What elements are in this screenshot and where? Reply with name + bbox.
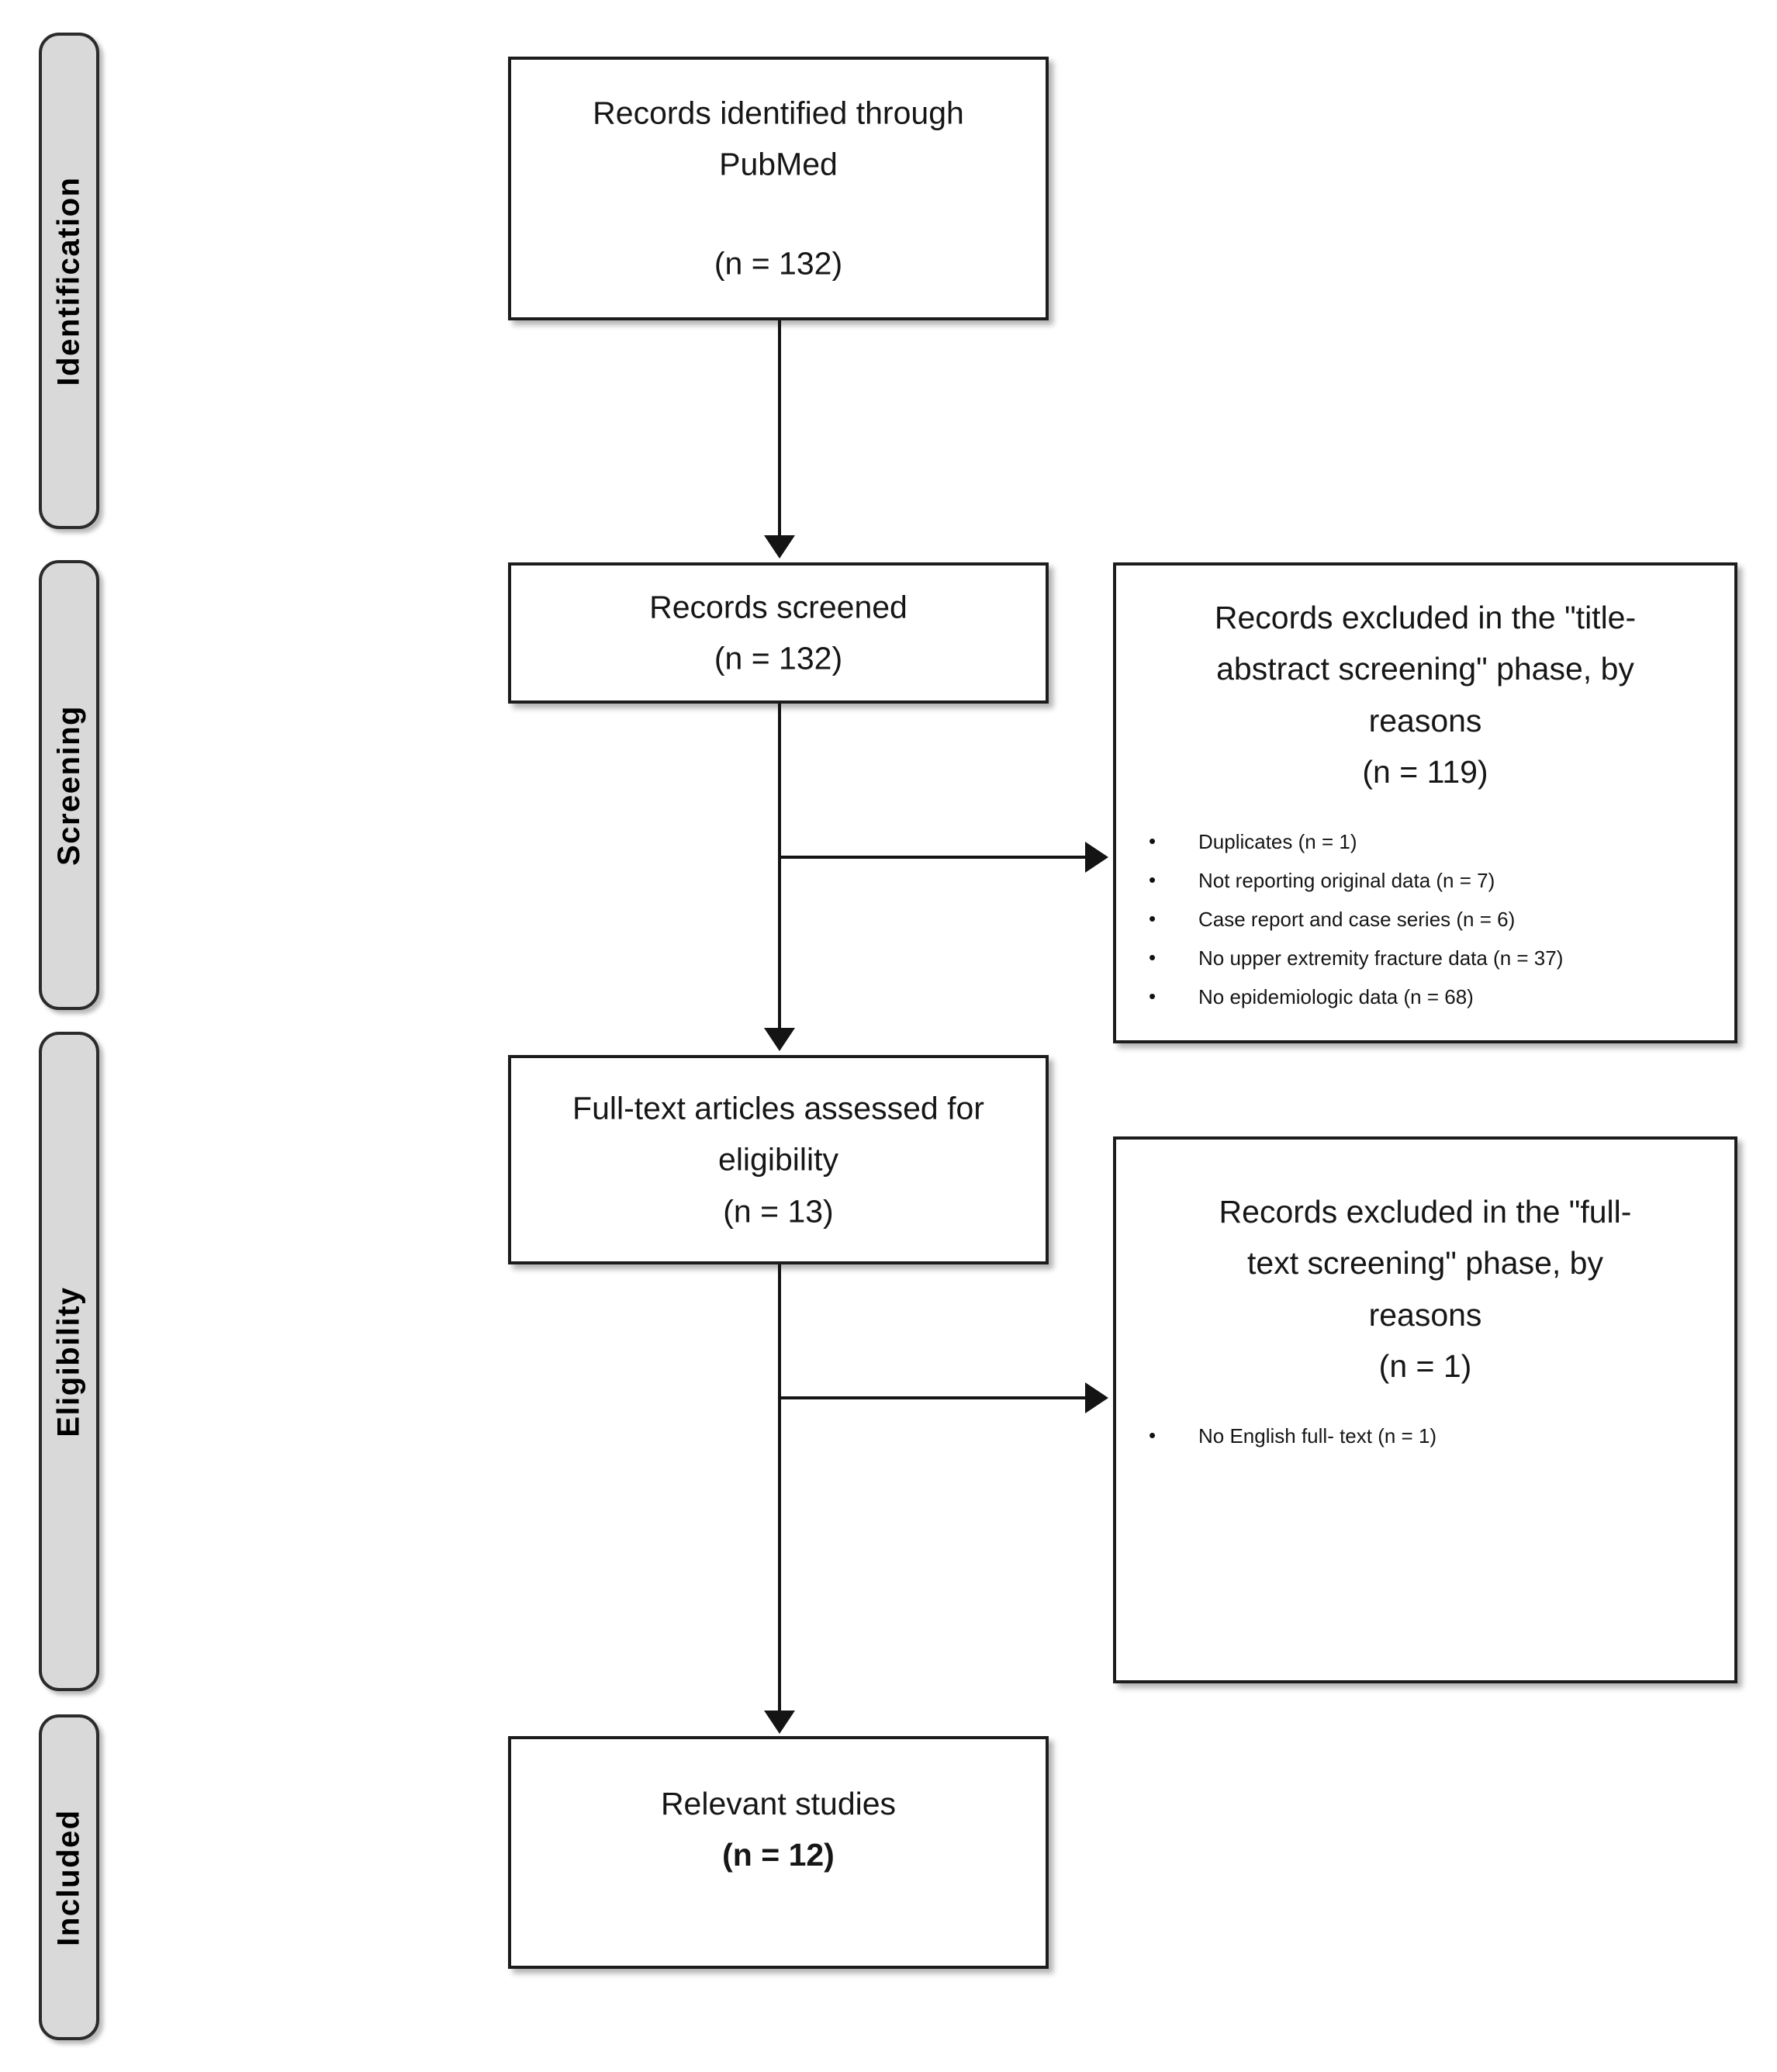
stage-label-included: Included	[51, 1808, 86, 1946]
excluded-fulltext-line1: Records excluded in the "full-	[1219, 1194, 1632, 1230]
stage-bar-screening: Screening	[39, 560, 99, 1010]
fulltext-assessed-line2: eligibility	[718, 1141, 838, 1178]
excluded-title-abstract-line3: reasons	[1368, 702, 1482, 739]
connector-screened-to-fulltext	[778, 704, 781, 1045]
box-excluded-title-abstract-text: Records excluded in the "title- abstract…	[1116, 592, 1734, 798]
list-item: Case report and case series (n = 6)	[1143, 900, 1722, 939]
excluded-fulltext-line2: text screening" phase, by	[1247, 1245, 1603, 1282]
records-screened-count: (n = 132)	[714, 641, 843, 676]
stage-label-eligibility: Eligibility	[51, 1285, 86, 1437]
box-records-identified-text: Records identified through PubMed (n = 1…	[511, 88, 1046, 290]
relevant-studies-count: (n = 12)	[722, 1837, 835, 1873]
excluded-title-abstract-line2: abstract screening" phase, by	[1216, 651, 1634, 687]
stage-label-screening: Screening	[51, 704, 86, 866]
fulltext-assessed-line1: Full-text articles assessed for	[572, 1090, 984, 1126]
box-relevant-studies-text: Relevant studies (n = 12)	[511, 1778, 1046, 1881]
stage-bar-included: Included	[39, 1714, 99, 2040]
list-item: Not reporting original data (n = 7)	[1143, 861, 1722, 901]
relevant-studies-line1: Relevant studies	[660, 1786, 897, 1821]
connector-identified-to-screened	[778, 320, 781, 553]
box-excluded-title-abstract: Records excluded in the "title- abstract…	[1113, 562, 1737, 1043]
box-fulltext-assessed: Full-text articles assessed for eligibil…	[508, 1055, 1049, 1264]
box-fulltext-assessed-text: Full-text articles assessed for eligibil…	[511, 1082, 1046, 1237]
box-relevant-studies: Relevant studies (n = 12)	[508, 1736, 1049, 1969]
arrowhead-fulltext-to-excluded-fulltext	[1085, 1382, 1108, 1413]
excluded-title-abstract-count: (n = 119)	[1362, 754, 1488, 790]
excluded-fulltext-reason-list: No English full- text (n = 1)	[1143, 1417, 1722, 1456]
connector-fulltext-to-excluded-fulltext	[778, 1396, 1088, 1399]
arrowhead-screened-to-excluded-title-abstract	[1085, 842, 1108, 873]
records-identified-count: (n = 132)	[714, 245, 843, 282]
list-item: No English full- text (n = 1)	[1143, 1417, 1722, 1456]
box-records-identified: Records identified through PubMed (n = 1…	[508, 57, 1049, 320]
fulltext-assessed-count: (n = 13)	[723, 1193, 834, 1230]
list-item: No upper extremity fracture data (n = 37…	[1143, 939, 1722, 978]
stage-bar-eligibility: Eligibility	[39, 1032, 99, 1691]
arrowhead-fulltext-to-included	[764, 1711, 795, 1734]
stage-label-identification: Identification	[51, 176, 86, 386]
arrowhead-identified-to-screened	[764, 535, 795, 559]
list-item: Duplicates (n = 1)	[1143, 822, 1722, 862]
connector-fulltext-to-included	[778, 1264, 781, 1730]
records-identified-line1: Records identified through	[593, 95, 964, 131]
box-records-screened-text: Records screened (n = 132)	[511, 582, 1046, 685]
box-excluded-fulltext-text: Records excluded in the "full- text scre…	[1116, 1186, 1734, 1392]
records-screened-line1: Records screened	[649, 589, 908, 625]
arrowhead-screened-to-fulltext	[764, 1028, 795, 1051]
excluded-title-abstract-reason-list: Duplicates (n = 1) Not reporting origina…	[1143, 822, 1722, 1017]
records-identified-line2: PubMed	[719, 147, 838, 183]
excluded-fulltext-line3: reasons	[1368, 1296, 1482, 1333]
connector-screened-to-excluded-title-abstract	[778, 856, 1088, 859]
excluded-title-abstract-line1: Records excluded in the "title-	[1214, 600, 1637, 635]
list-item: No epidemiologic data (n = 68)	[1143, 977, 1722, 1017]
excluded-fulltext-count: (n = 1)	[1378, 1348, 1472, 1385]
stage-bar-identification: Identification	[39, 33, 99, 529]
box-records-screened: Records screened (n = 132)	[508, 562, 1049, 704]
box-excluded-fulltext: Records excluded in the "full- text scre…	[1113, 1136, 1737, 1683]
